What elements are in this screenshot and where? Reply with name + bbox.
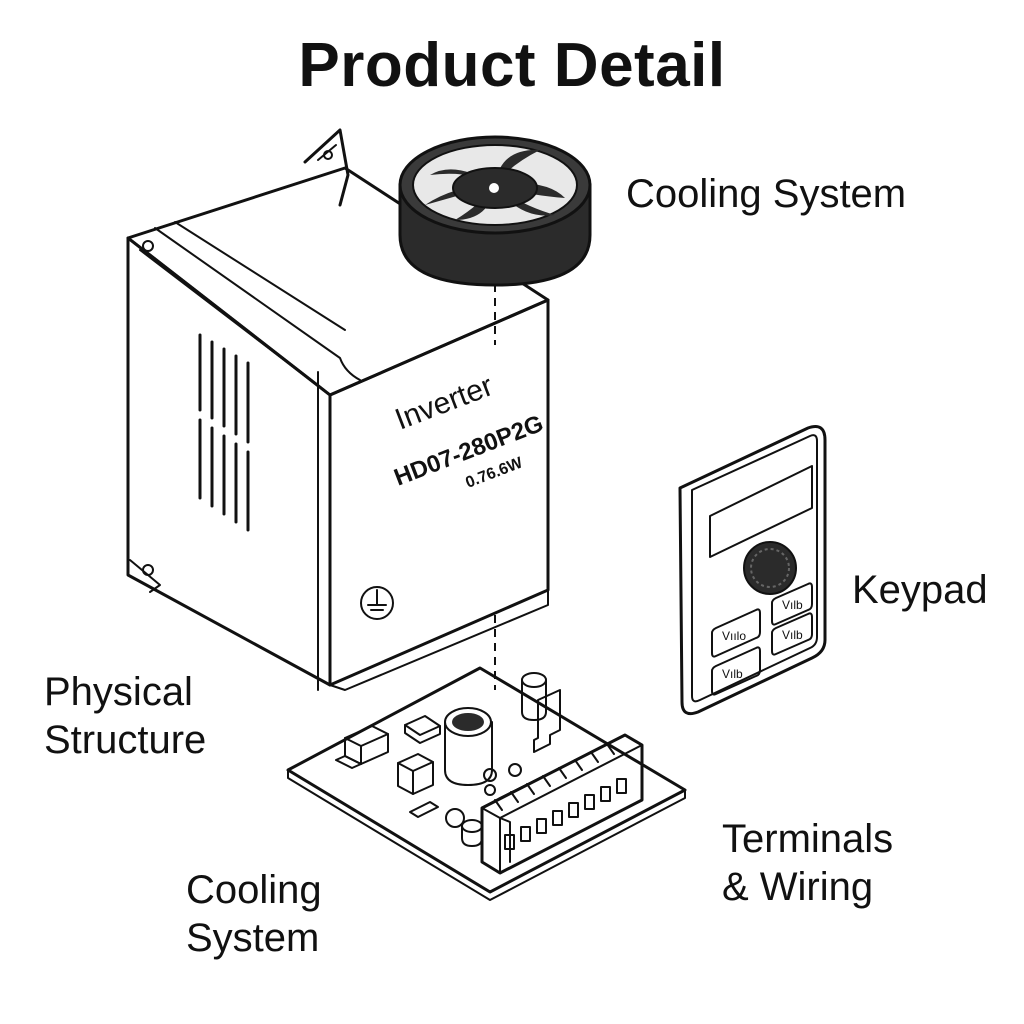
relay-component	[335, 725, 389, 769]
keypad-button: Vılb	[771, 582, 813, 626]
svg-text:Vılb: Vılb	[782, 598, 803, 612]
keypad-knob	[743, 541, 797, 595]
keypad-button: Vıılo	[711, 608, 761, 658]
terminal-block	[480, 733, 644, 875]
terminal-screw	[616, 778, 627, 794]
page-title: Product Detail	[298, 31, 726, 100]
vent-slots	[198, 333, 250, 532]
circuit-board	[286, 666, 687, 901]
inverter-name: Inverter	[391, 369, 498, 436]
svg-text:Vılb: Vılb	[782, 628, 803, 642]
terminal-screw	[600, 786, 611, 802]
svg-text:Vıılo: Vıılo	[722, 629, 746, 643]
terminal-screw	[504, 834, 515, 850]
capacitor-small	[521, 672, 547, 721]
label-keypad: Keypad	[852, 568, 988, 612]
ground-symbol-icon	[360, 586, 394, 620]
terminal-screw	[520, 826, 531, 842]
label-terminals-wiring: Terminals & Wiring	[722, 817, 894, 909]
cooling-fan	[398, 135, 592, 287]
terminal-screw	[584, 794, 595, 810]
terminal-screw	[568, 802, 579, 818]
svg-text:Vılb: Vılb	[722, 667, 743, 681]
label-cooling-system-bottom: Cooling System	[186, 868, 322, 960]
keypad-button: Vılb	[711, 646, 761, 696]
keypad: Vıılo Vılb Vılb Vılb	[678, 425, 827, 716]
label-physical-structure: Physical Structure	[44, 670, 207, 762]
terminal-screw	[536, 818, 547, 834]
capacitor-large	[444, 707, 493, 786]
keypad-button: Vılb	[771, 612, 813, 656]
terminal-screw	[552, 810, 563, 826]
label-cooling-system-top: Cooling System	[626, 172, 907, 216]
